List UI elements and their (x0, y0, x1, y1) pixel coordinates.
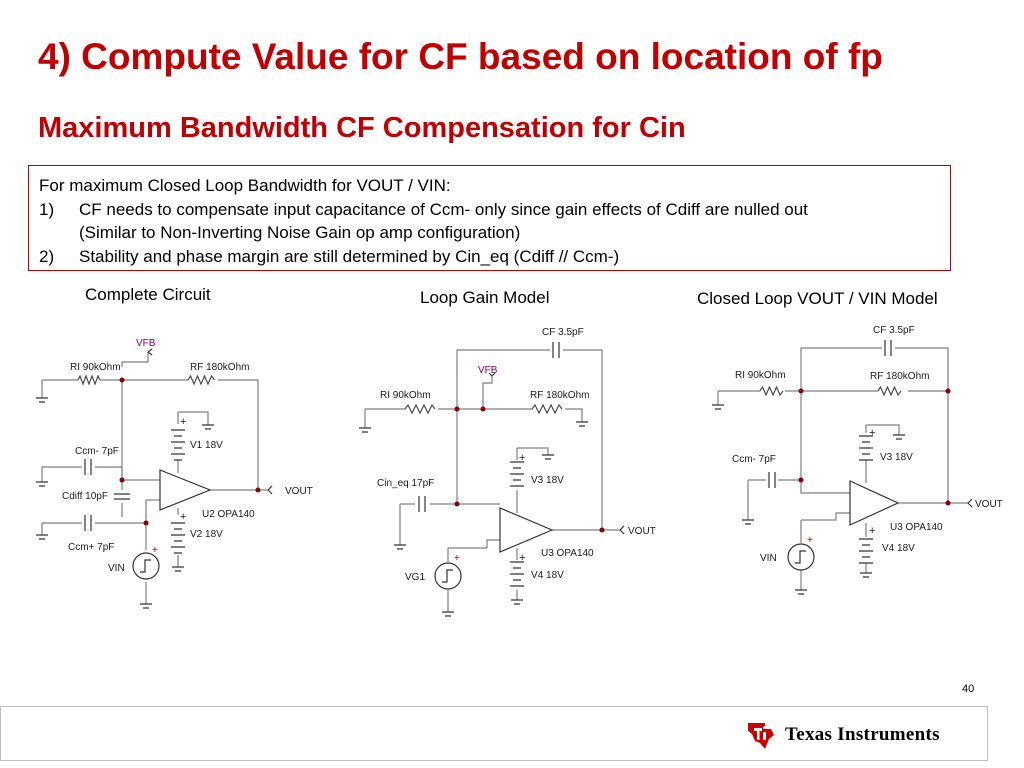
label-cf: CF 3.5pF (873, 325, 915, 336)
circuit-diagrams: VFB RI 90kOhm RF 180kOhm Ccm- 7pF Cdiff … (36, 325, 1003, 617)
circuit-loop-gain-nodes (454, 406, 605, 533)
node-dot (945, 388, 951, 394)
label-cf: CF 3.5pF (542, 327, 584, 338)
notes-box: For maximum Closed Loop Bandwidth for VO… (28, 165, 951, 271)
node-dot (945, 500, 951, 506)
page-number: 40 (962, 683, 975, 695)
plus-sign: + (519, 452, 525, 464)
plus-sign: + (807, 535, 813, 546)
label-cin-eq: Cin_eq 17pF (377, 478, 434, 489)
label-rf: RF 180kOhm (190, 362, 249, 373)
label-rf: RF 180kOhm (870, 371, 929, 382)
label-u3: U3 OPA140 (541, 548, 594, 559)
plus-sign: + (454, 553, 460, 564)
notes-item-1-text: CF needs to compensate input capacitance… (79, 199, 808, 219)
page-title: 4) Compute Value for CF based on locatio… (38, 36, 883, 77)
label-ri: RI 90kOhm (735, 370, 786, 381)
label-ccm-plus: Ccm+ 7pF (68, 542, 114, 553)
label-vfb: VFB (478, 365, 498, 376)
label-v3: V3 18V (531, 475, 564, 486)
node-dot (454, 501, 460, 507)
node-dot (480, 406, 486, 412)
label-v2: V2 18V (190, 529, 223, 540)
caption-loop-gain-model: Loop Gain Model (420, 288, 550, 307)
notes-item-2: 2) Stability and phase margin are still d… (39, 245, 940, 269)
label-vout: VOUT (975, 499, 1003, 510)
footer-bar (0, 706, 988, 761)
node-dot (599, 527, 605, 533)
label-ccm-minus: Ccm- 7pF (732, 454, 776, 465)
notes-item-2-text: Stability and phase margin are still det… (79, 246, 620, 266)
node-dot (454, 406, 460, 412)
node-dot (119, 477, 125, 483)
label-ccm-minus: Ccm- 7pF (75, 446, 119, 457)
label-vout: VOUT (628, 526, 656, 537)
label-vg1: VG1 (405, 572, 425, 583)
notes-item-2-number: 2) (39, 246, 55, 266)
plus-sign: + (519, 552, 525, 564)
label-vfb: VFB (136, 338, 156, 349)
caption-closed-loop-model: Closed Loop VOUT / VIN Model (697, 289, 938, 308)
notes-intro: For maximum Closed Loop Bandwidth for VO… (39, 176, 451, 195)
node-dot (798, 388, 804, 394)
caption-complete-circuit: Complete Circuit (85, 285, 211, 304)
circuit-complete (36, 348, 273, 609)
plus-sign: + (180, 511, 186, 523)
label-cdiff: Cdiff 10pF (62, 491, 108, 502)
label-v4: V4 18V (531, 570, 564, 581)
circuit-closed-loop (712, 340, 973, 595)
circuit-loop-gain (359, 342, 625, 617)
label-vout: VOUT (285, 486, 313, 497)
page-subtitle: Maximum Bandwidth CF Compensation for Ci… (38, 112, 686, 144)
label-u2: U2 OPA140 (202, 509, 255, 520)
label-v1: V1 18V (190, 440, 223, 451)
plus-sign: + (152, 545, 158, 556)
circuit-closed-loop-nodes (798, 388, 951, 506)
notes-item-1-number: 1) (39, 199, 55, 219)
label-v3: V3 18V (880, 452, 913, 463)
node-dot (255, 487, 261, 493)
notes-item-1-continuation: (Similar to Non-Inverting Noise Gain op … (79, 223, 521, 242)
notes-item-1: 1) CF needs to compensate input capacitan… (39, 198, 940, 222)
node-dot (798, 477, 804, 483)
label-ri: RI 90kOhm (70, 362, 121, 373)
label-ri: RI 90kOhm (380, 390, 431, 401)
node-dot (143, 520, 149, 526)
label-rf: RF 180kOhm (530, 390, 589, 401)
plus-sign: + (180, 416, 186, 428)
label-vin: VIN (760, 553, 777, 564)
ti-logo-icon (748, 723, 774, 749)
node-dot (119, 377, 125, 383)
circuit-complete-nodes (119, 377, 261, 526)
circuit-loop-gain-labels: CF 3.5pF VFB RI 90kOhm RF 180kOhm Cin_eq… (377, 327, 656, 583)
label-v4: V4 18V (882, 543, 915, 554)
label-u3: U3 OPA140 (890, 522, 943, 533)
plus-sign: + (869, 427, 875, 439)
circuit-complete-labels: VFB RI 90kOhm RF 180kOhm Ccm- 7pF Cdiff … (62, 338, 313, 574)
label-vin: VIN (108, 563, 125, 574)
plus-sign: + (869, 525, 875, 537)
circuit-closed-loop-labels: CF 3.5pF RI 90kOhm RF 180kOhm Ccm- 7pF V… (732, 325, 1003, 564)
ti-company-name: Texas Instruments (785, 724, 940, 745)
